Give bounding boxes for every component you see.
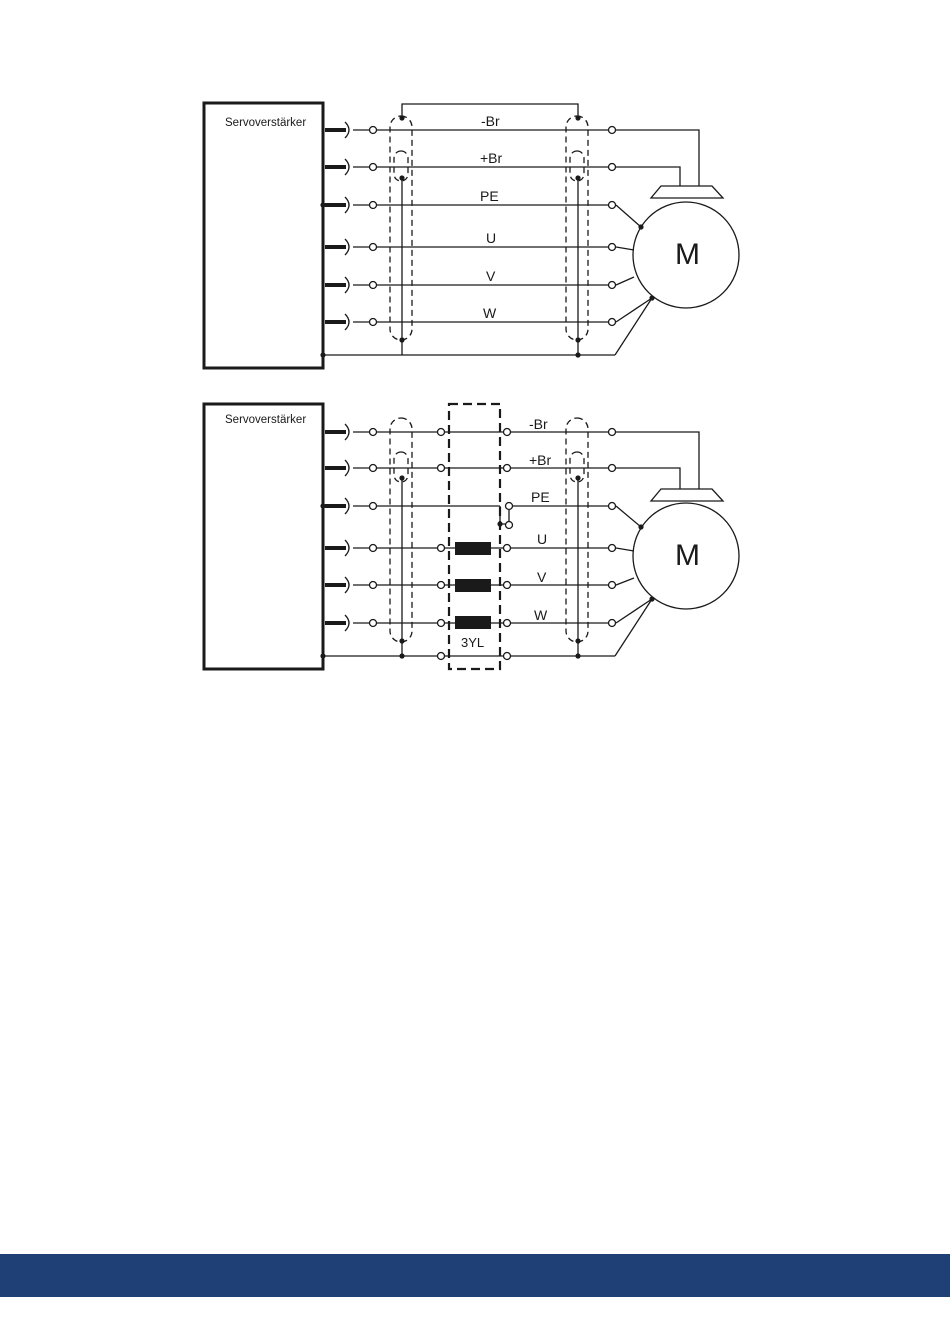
amplifier-label: Servoverstärker bbox=[225, 414, 306, 426]
inductor-w bbox=[455, 616, 491, 629]
connector-row-pe bbox=[325, 498, 370, 514]
cable-shield-left bbox=[390, 418, 412, 642]
diagram-with-choke bbox=[204, 404, 739, 669]
brake-symbol bbox=[616, 130, 723, 198]
amplifier-label: Servoverstärker bbox=[225, 117, 306, 129]
wire-label-v: V bbox=[537, 569, 547, 585]
servo-amplifier-box bbox=[204, 103, 323, 368]
connector-row-brake-minus bbox=[325, 122, 370, 138]
wire-label-u: U bbox=[486, 230, 496, 246]
wire-label-pe: PE bbox=[531, 489, 550, 505]
brake-symbol bbox=[616, 432, 723, 501]
motor-label: M bbox=[675, 539, 700, 572]
connector-row-u bbox=[325, 540, 370, 556]
choke-inductors bbox=[455, 542, 491, 629]
wire-label-pe: PE bbox=[480, 188, 499, 204]
wire-label-w: W bbox=[534, 607, 548, 623]
connector-row-w bbox=[325, 615, 370, 631]
choke-label: 3YL bbox=[461, 635, 484, 650]
connector-row-brake-plus bbox=[325, 460, 370, 476]
cable-shield-right bbox=[566, 116, 588, 340]
wire-label-brake-plus: +Br bbox=[529, 452, 552, 468]
wire-label-v: V bbox=[486, 268, 496, 284]
wire-label-u: U bbox=[537, 531, 547, 547]
wires-motor-side bbox=[509, 432, 615, 656]
wires bbox=[323, 130, 615, 355]
diagram-direct-connection bbox=[204, 103, 739, 368]
connector-row-v bbox=[325, 277, 370, 293]
wire-label-w: W bbox=[483, 305, 497, 321]
connector-row-w bbox=[325, 314, 370, 330]
motor-label: M bbox=[675, 238, 700, 271]
wiring-diagrams: Servoverstärker -Br +Br PE U V W M bbox=[0, 0, 950, 1240]
inductor-v bbox=[455, 579, 491, 592]
choke-box bbox=[449, 404, 500, 669]
cable-shield-right bbox=[566, 418, 588, 642]
connector-row-brake-minus bbox=[325, 424, 370, 440]
servo-amplifier-box bbox=[204, 404, 323, 669]
connector-row-u bbox=[325, 239, 370, 255]
connector-row-v bbox=[325, 577, 370, 593]
wire-label-brake-minus: -Br bbox=[529, 416, 548, 432]
inductor-u bbox=[455, 542, 491, 555]
connector-row-pe bbox=[325, 197, 370, 213]
wire-label-brake-minus: -Br bbox=[481, 113, 500, 129]
wire-label-brake-plus: +Br bbox=[480, 150, 503, 166]
cable-shield-left bbox=[390, 116, 412, 340]
footer-band bbox=[0, 1254, 950, 1297]
connector-row-brake-plus bbox=[325, 159, 370, 175]
